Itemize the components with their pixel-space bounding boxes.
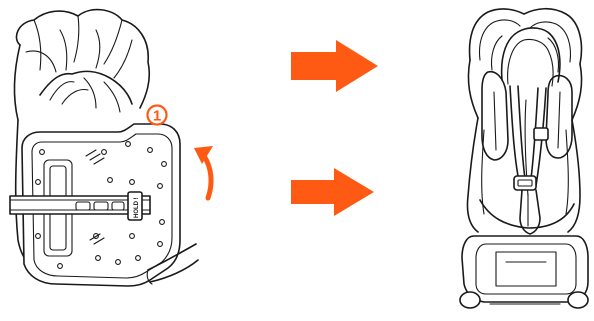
curved-arrow-icon	[194, 146, 213, 198]
car-seat-upright	[460, 9, 588, 308]
right-arrow-icon	[291, 168, 374, 216]
hold-label: HOLD !	[134, 197, 140, 218]
right-arrow-icon	[291, 40, 378, 92]
car-seat-tilted: HOLD !	[10, 10, 198, 286]
step-number: 1	[153, 108, 161, 125]
step-marker: 1	[148, 106, 167, 125]
